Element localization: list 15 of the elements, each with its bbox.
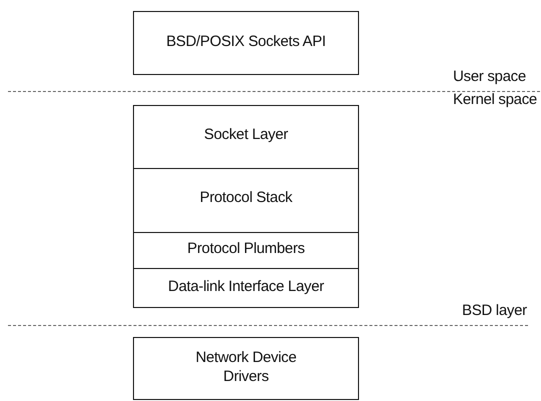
layer-box [133,268,359,308]
layer-name: Socket Layer [204,124,288,144]
region-label: User space [453,68,526,86]
layer-box [133,232,359,269]
layer-box [133,337,359,400]
region-label: Kernel space [453,91,537,109]
layer-box [133,168,359,233]
region-label: BSD layer [462,302,527,320]
layer-name: Data-link Interface Layer [168,276,324,296]
layer-box [133,11,359,75]
layer-name: Protocol Plumbers [187,239,305,258]
layer-name: Protocol Stack [200,188,292,207]
layer-name: Network Device Drivers [194,348,298,386]
layer-name: BSD/POSIX Sockets API [166,32,326,50]
layer-box [133,105,359,169]
